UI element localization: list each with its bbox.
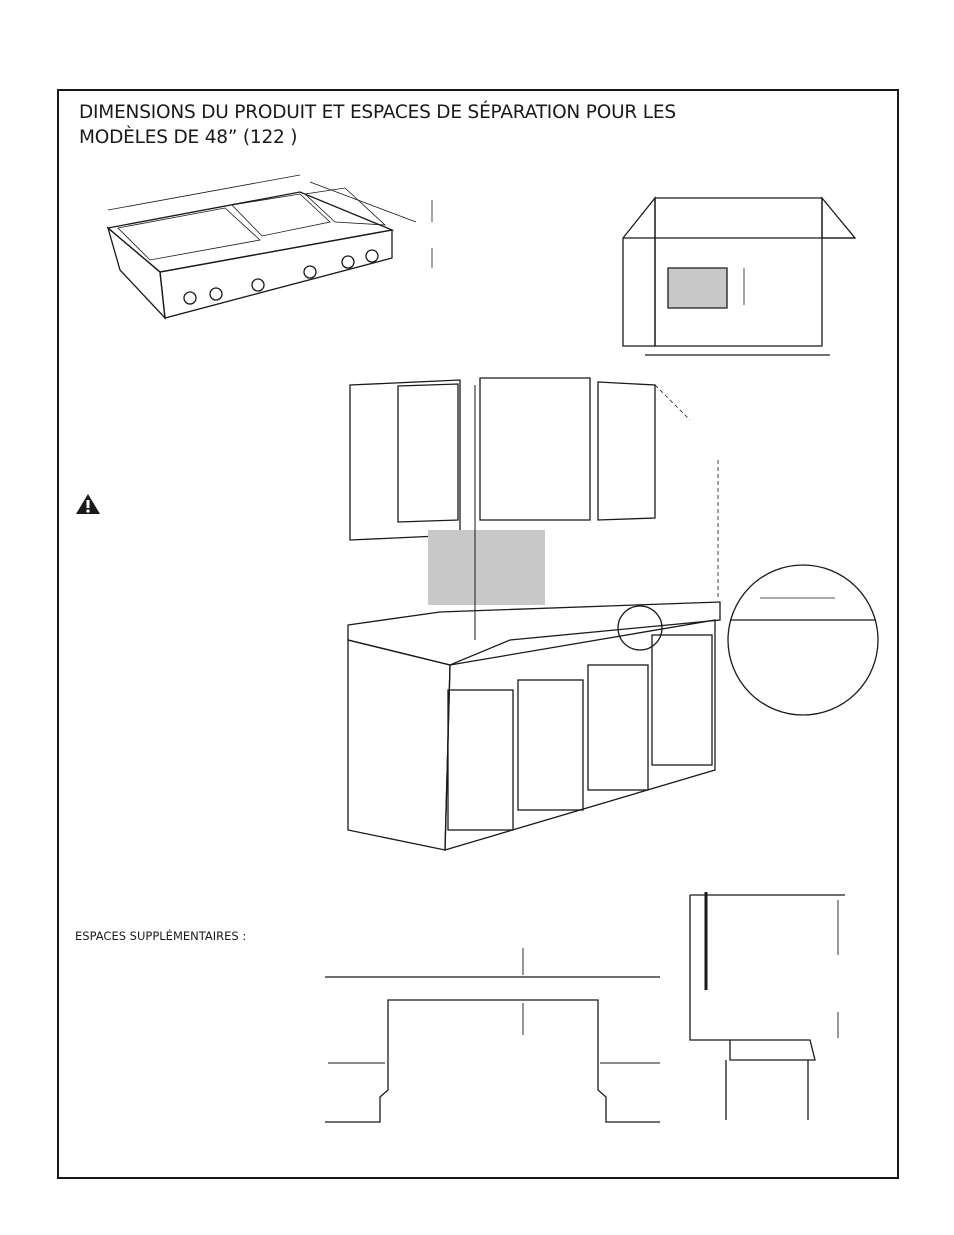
cabinet-installation-drawing [347, 377, 721, 851]
cooktop-drawing [106, 174, 433, 320]
title-line-2: MODÈLES DE 48” (122 ) [79, 127, 298, 148]
detail-circle-drawing [727, 564, 879, 716]
page-frame [57, 89, 899, 1179]
additional-clearances-label: ESPACES SUPPLÉMENTAIRES : [75, 929, 247, 943]
clearance-diagram [325, 948, 660, 1123]
title-line-1: DIMENSIONS DU PRODUIT ET ESPACES DE SÉPA… [79, 102, 676, 123]
warning-icon [76, 494, 100, 514]
cutout-drawing [622, 196, 857, 356]
side-section-drawing [689, 892, 845, 1120]
page-title: DIMENSIONS DU PRODUIT ET ESPACES DE SÉPA… [79, 100, 676, 150]
